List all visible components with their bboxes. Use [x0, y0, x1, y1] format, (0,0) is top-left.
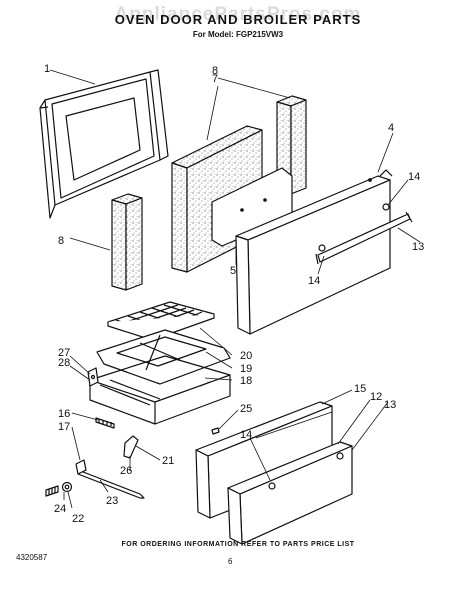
diagram-title: OVEN DOOR AND BROILER PARTS — [114, 12, 362, 27]
drawer-front-outer — [227, 441, 353, 545]
document-number: 4320587 — [16, 553, 48, 562]
watermark: AppliancePartsPros.com — [114, 4, 362, 25]
broiler-grid — [107, 301, 215, 341]
callout-28: 28 — [58, 357, 70, 369]
callout-24: 24 — [54, 503, 66, 515]
latch-clip — [95, 417, 115, 429]
callout-17: 17 — [58, 421, 70, 433]
callout-22: 22 — [72, 513, 84, 525]
callout-8: 8 — [212, 65, 218, 77]
drawer-screw — [211, 427, 220, 435]
washer — [61, 481, 73, 493]
callout-1: 1 — [44, 63, 50, 75]
callout-26: 26 — [120, 465, 132, 477]
callout-27: 27 — [58, 347, 70, 359]
broiler-pan — [96, 329, 231, 385]
inner-door-panel — [39, 69, 169, 219]
callout-14: 14 — [240, 429, 252, 441]
callout-19: 19 — [240, 363, 252, 375]
page-number: 6 — [228, 557, 233, 566]
callout-18: 18 — [240, 375, 252, 387]
pivot-pin — [75, 459, 87, 475]
pivot-bracket — [123, 435, 139, 459]
callout-15: 15 — [354, 383, 366, 395]
callout-13: 13 — [384, 399, 396, 411]
leader-lines — [49, 69, 421, 509]
callout-labels: 1 8 7 8 4 14 13 14 5 20 19 18 27 28 16 1… — [44, 63, 424, 525]
callout-16: 16 — [58, 408, 70, 420]
callout-8: 8 — [58, 235, 64, 247]
slide-rod — [77, 469, 145, 499]
broiler-drawer-frame — [89, 355, 231, 425]
callout-20: 20 — [240, 350, 252, 362]
door-handle — [315, 203, 413, 265]
callout-4: 4 — [388, 122, 394, 134]
callout-14: 14 — [408, 171, 420, 183]
callout-21: 21 — [162, 455, 174, 467]
callout-14: 14 — [308, 275, 320, 287]
callout-13: 13 — [412, 241, 424, 253]
screw — [45, 485, 59, 497]
side-bracket — [87, 367, 99, 387]
callout-25: 25 — [240, 403, 252, 415]
insulation-block-right — [276, 95, 307, 195]
callout-23: 23 — [106, 495, 118, 507]
insulation-block-left — [111, 193, 143, 291]
callout-7: 7 — [212, 73, 218, 85]
callout-5: 5 — [230, 265, 236, 277]
callout-12: 12 — [370, 391, 382, 403]
model-label: For Model: FGP215VW3 — [192, 30, 284, 39]
ordering-note: FOR ORDERING INFORMATION REFER TO PARTS … — [121, 541, 355, 548]
